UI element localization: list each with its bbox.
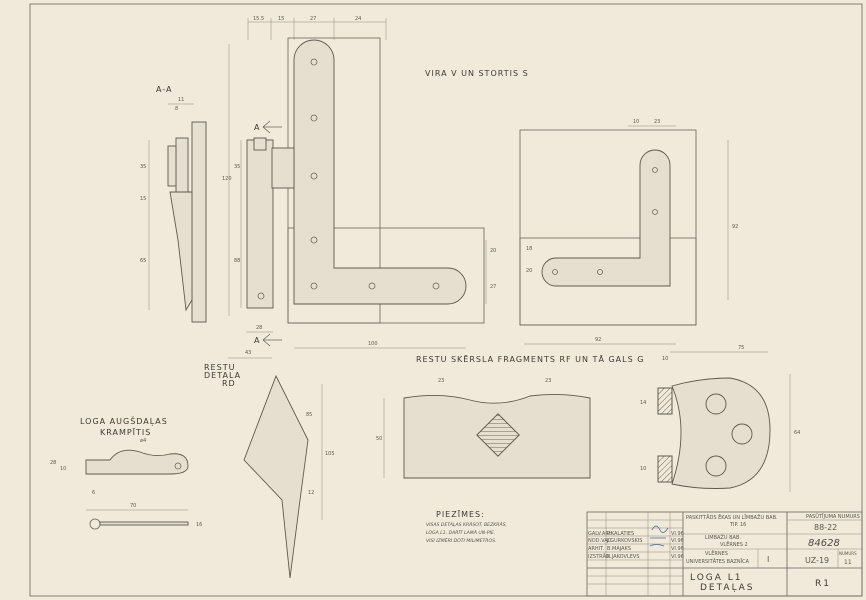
title-block: GALV.ARH. P.KALATIES VI.96 NOD.VAD. J.GU… xyxy=(586,511,863,597)
drawing-code: UZ-19 xyxy=(805,556,829,565)
main-title: VIRA V UN STORTIS S xyxy=(425,69,529,78)
dim-label: 43 xyxy=(245,350,251,356)
dim-label: 28 xyxy=(256,325,262,331)
dim-label: 12 xyxy=(308,490,314,496)
dim-label: 120 xyxy=(222,176,232,182)
notes: PIEZĪMES: VISAS DETAĻAS KRĀSOT, BEZKRĀS,… xyxy=(426,509,507,544)
staff-role: NOD.VAD. xyxy=(588,538,613,544)
dim-label: 16 xyxy=(196,522,202,528)
project-location: LIMBAŽU BAB. xyxy=(705,533,741,541)
section-mark-top: A xyxy=(254,123,260,132)
fragment-title: RESTU SKĒRSLA FRAGMENTS RF UN TĀ GALS G xyxy=(416,354,644,364)
project-location-sub: VLĒRNES 2 xyxy=(720,541,748,548)
staff-name: B.MAJAKS xyxy=(607,546,631,552)
stage: I xyxy=(767,555,769,564)
order-number: 88-22 xyxy=(814,523,837,532)
dim-label: 10 xyxy=(60,466,66,472)
dim-label: 20 xyxy=(490,248,496,254)
staff-date: VI.96 xyxy=(671,546,684,552)
section-label: A-A xyxy=(156,85,172,94)
sheet-number: 11 xyxy=(844,559,852,566)
dim-label: 27 xyxy=(490,284,496,290)
dim-label: 35 xyxy=(234,164,240,170)
hinge-vira: 120 35 88 28 100 20 27 xyxy=(222,37,496,349)
note-line: VISAS DETAĻAS KRĀSOT, BEZKRĀS, xyxy=(426,521,507,528)
dim-label: 15 xyxy=(278,16,284,22)
dim-label: 8 xyxy=(175,106,178,112)
sheet-title: LOGA L1 xyxy=(690,573,743,583)
notes-heading: PIEZĪMES: xyxy=(436,509,485,519)
staff-date: VI.96 xyxy=(671,554,684,560)
dim-label: 10 xyxy=(640,466,646,472)
gals-g: 10 75 14 10 64 xyxy=(640,345,800,492)
dim-label: 23 xyxy=(654,119,660,125)
dim-label: 64 xyxy=(794,430,800,436)
drawing-frame xyxy=(29,3,863,597)
staff-role: ARHIT. xyxy=(588,546,605,552)
dim-label: 10 xyxy=(633,119,639,125)
note-line: LOGA L1. DARĪT LAMĀ UN-PIE. xyxy=(426,529,495,536)
dim-label: 11 xyxy=(178,97,184,103)
dim-label: 20 xyxy=(526,268,532,274)
object-name-sub: UNIVERSITĀTES BAZNĪCA xyxy=(686,558,750,565)
dim-label: 35 xyxy=(140,164,146,170)
staff-date: VI.96 xyxy=(671,531,684,537)
staff-name: J.GURKOVSKIS xyxy=(606,538,642,544)
dim-label: 27 xyxy=(310,16,316,22)
dim-label: 75 xyxy=(738,345,744,351)
dim-label: ø4 xyxy=(140,438,146,444)
dim-label: 10 xyxy=(662,356,668,362)
sheet-title: DETAĻAS xyxy=(700,583,754,593)
dim-label: 18 xyxy=(526,246,532,252)
dim-label: 100 xyxy=(368,341,378,347)
note-line: VISI IZMĒRI DOTI MILIMETROS. xyxy=(426,537,496,544)
rd-label: RD xyxy=(222,379,236,388)
dim-label: 92 xyxy=(732,224,738,230)
dim-label: 28 xyxy=(50,460,56,466)
dim-label: 23 xyxy=(438,378,444,384)
krampitis-label: KRAMPĪTIS xyxy=(100,427,151,437)
dim-label: 92 xyxy=(595,337,601,343)
section-a-a: A-A 11 8 35 15 65 xyxy=(140,85,207,323)
dim-label: 15.5 xyxy=(253,16,264,22)
rd-label: RESTU xyxy=(204,363,235,372)
dim-label: 6 xyxy=(92,490,95,496)
dim-label: 14 xyxy=(640,400,646,406)
dim-label: 24 xyxy=(355,16,361,22)
krampitis: LOGA AUGŠDAĻAS KRAMPĪTIS ø4 28 10 6 70 1… xyxy=(50,415,202,530)
signature xyxy=(649,525,669,547)
drawing-mark: R1 xyxy=(815,579,831,589)
project-name: PASKITTĀDS ĒKAS UN LĪMBAŽU BAB. xyxy=(686,513,778,521)
restu-detala-rd: RESTU DETALA RD 43 85 105 12 xyxy=(204,350,335,579)
staff-role: IZSTRĀD. xyxy=(588,553,612,560)
object-name: VLĒRNES xyxy=(705,550,728,557)
dim-label: 70 xyxy=(130,503,136,509)
staff-date: VI.96 xyxy=(671,538,684,544)
inventory-number: 84628 xyxy=(808,538,840,549)
dim-label: 105 xyxy=(325,451,335,457)
dim-label: 65 xyxy=(140,258,146,264)
dim-label: 15 xyxy=(140,196,146,202)
dim-label: 85 xyxy=(306,412,312,418)
project-type: TIP. 16 xyxy=(729,522,746,528)
sheet-label: NUMURS xyxy=(839,551,857,556)
krampitis-label: LOGA AUGŠDAĻAS xyxy=(80,415,168,427)
rd-label: DETALA xyxy=(204,371,241,380)
fragment-rf: RESTU SKĒRSLA FRAGMENTS RF UN TĀ GALS G … xyxy=(376,354,644,479)
staff-name: P.KALATIES xyxy=(607,531,634,537)
dim-label: 88 xyxy=(234,258,240,264)
top-dimensions: 15.5 15 27 24 xyxy=(247,16,387,40)
archive-label: PASŪTĪJUMA NUMURS xyxy=(806,513,860,520)
section-mark-bottom: A xyxy=(254,336,260,345)
stortis-s: 10 23 18 20 92 92 xyxy=(519,119,738,345)
dim-label: 50 xyxy=(376,436,382,442)
dim-label: 23 xyxy=(545,378,551,384)
staff-name: K.JAKOVLEVS xyxy=(607,554,640,560)
staff-role: GALV.ARH. xyxy=(588,531,614,537)
